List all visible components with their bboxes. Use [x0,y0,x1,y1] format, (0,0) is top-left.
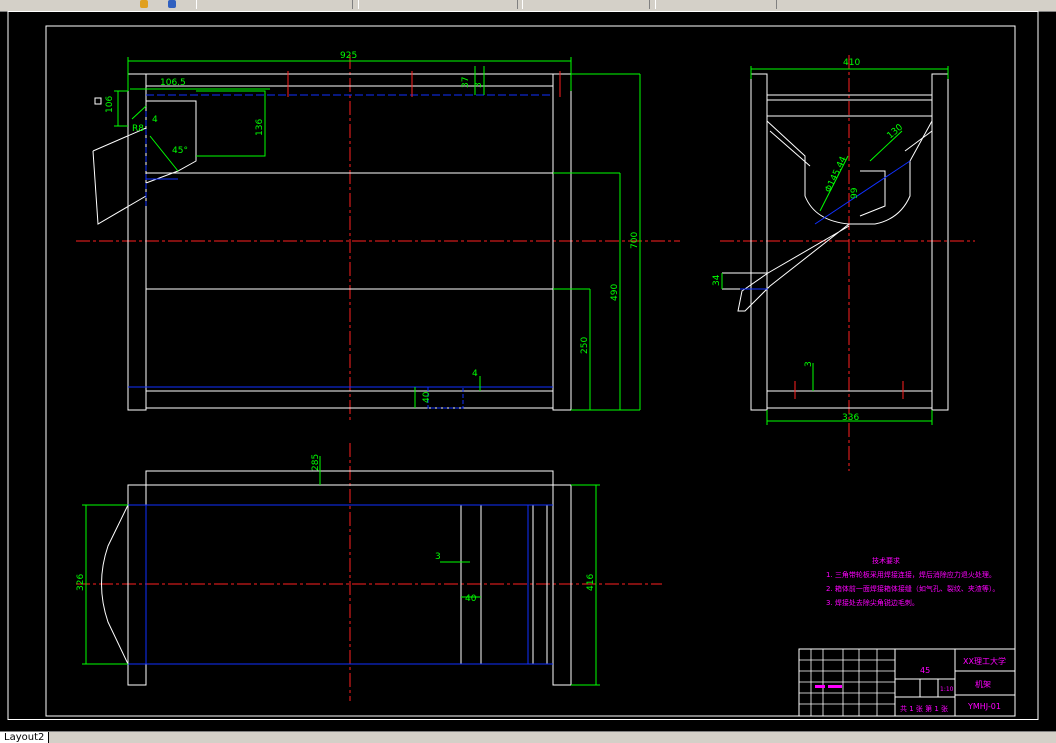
notes-item-3: 3. 焊接处去除尖角锐边毛刺。 [826,598,919,607]
dim-front-3: 3 [474,82,484,88]
dim-top-285: 285 [311,454,321,471]
dim-front-hopper-h: 136 [255,119,265,136]
title-block-text: 45 XX理工大学 机架 YMHJ-01 1:10 共 1 张 第 1 张 [900,656,1006,713]
dim-top-326: 326 [76,574,86,591]
dim-side-bottom: 336 [842,413,859,423]
dim-side-99: 99 [850,187,860,199]
drawing-frame [45,25,1016,717]
top-dimension-labels: 285 326 3 40 416 [76,454,596,604]
app-icon[interactable] [140,0,148,8]
notes-item-2: 2. 箱体前一面焊接箱体接缝（如气孔、裂纹、夹渣等）。 [826,584,999,593]
front-dimension-labels: 925 106.5 106 R8 4 136 45° 37 3 700 490 … [105,51,640,403]
dim-front-37: 37 [461,77,471,88]
title-material: 45 [920,666,930,675]
dim-front-4b: 4 [472,369,478,379]
dim-side-width: 410 [843,58,860,68]
drawing-canvas[interactable]: 925 106.5 106 R8 4 136 45° 37 3 700 490 … [0,11,1056,731]
dim-front-left: 106.5 [160,78,186,88]
dim-front-angle: 45° [172,146,188,156]
dim-front-490: 490 [610,284,620,301]
technical-notes: 技术要求 1. 三角带轮板采用焊接连接，焊后消除应力退火处理。 2. 箱体前一面… [826,556,999,607]
dim-side-3: 3 [804,361,814,367]
front-chute [92,127,147,225]
title-drawing-name: 机架 [975,679,991,689]
toolbar-combobox-1[interactable] [196,0,353,9]
side-dimensions [721,66,949,425]
paper-border [7,11,1039,720]
dim-side-34: 34 [712,274,722,286]
side-right-post [931,73,949,411]
dim-top-416: 416 [586,574,596,591]
toolbar-combobox-4[interactable] [655,0,777,9]
title-sheet: 共 1 张 第 1 张 [900,704,948,713]
front-hopper-outline [145,100,197,184]
toolbar-combobox-3[interactable] [522,0,650,9]
front-dimensions [114,57,641,411]
side-view [720,55,975,471]
layer-icon[interactable] [168,0,176,8]
dim-top-3: 3 [435,552,441,562]
layout-tab[interactable]: Layout2 [0,732,50,743]
title-scale: 1:10 [940,686,954,693]
dim-front-250: 250 [580,337,590,354]
dim-front-40: 40 [422,391,432,403]
dim-front-width: 925 [340,51,357,61]
top-view [76,443,662,701]
toolbar-combobox-2[interactable] [358,0,518,9]
title-drawing-no: YMHJ-01 [967,702,1001,711]
front-left-post [127,73,147,411]
title-school: XX理工大学 [963,656,1006,666]
dim-side-130: 130 [886,122,906,141]
side-left-post [750,73,768,411]
top-dimensions [82,456,600,686]
dim-top-40: 40 [465,594,477,604]
layout-tab-bar: Layout2 [0,731,1056,743]
title-block [798,648,1016,717]
dim-front-height: 700 [630,232,640,249]
front-view [76,55,680,421]
dim-side-phi: Φ145.44 [824,155,849,194]
notes-heading: 技术要求 [872,556,900,565]
dim-front-4a: 4 [152,115,158,125]
front-right-post [552,73,572,411]
dim-front-r8: R8 [132,124,144,134]
notes-item-1: 1. 三角带轮板采用焊接连接，焊后消除应力退火处理。 [826,570,996,579]
dim-front-top-h: 106 [105,96,115,113]
